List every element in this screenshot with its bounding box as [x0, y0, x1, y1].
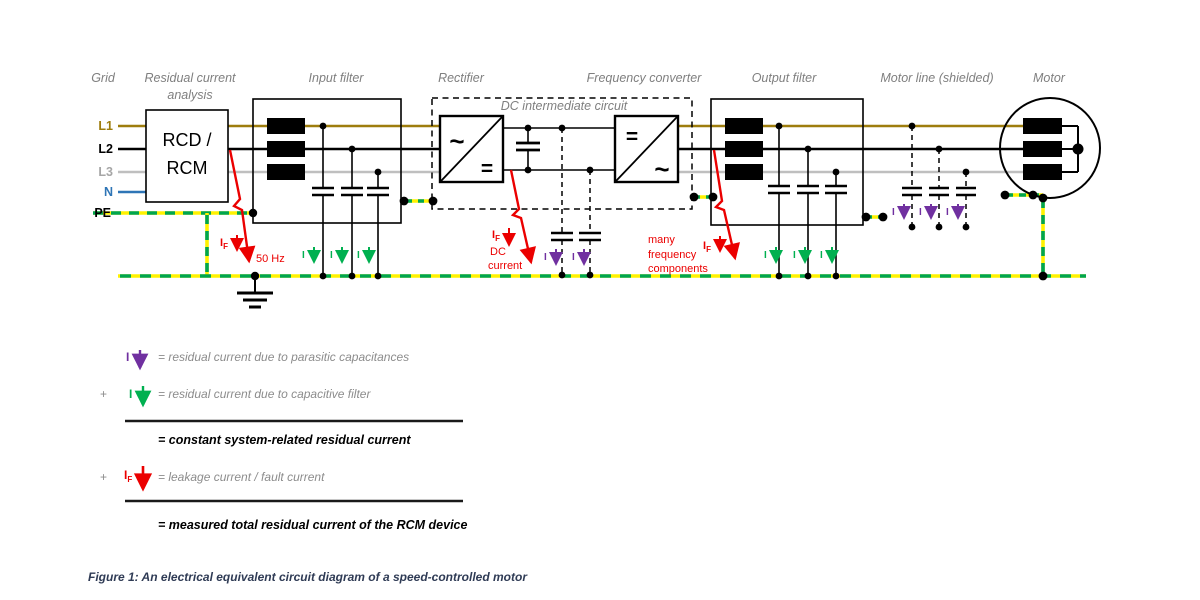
inductor: [267, 141, 305, 157]
frequency-converter-box: = ~: [613, 114, 680, 184]
stage-headers: Grid Residual current analysis Input fil…: [91, 71, 1066, 113]
ac-symbol: ~: [449, 126, 464, 156]
header-residual-2: analysis: [167, 88, 212, 102]
header-frequency-converter: Frequency converter: [587, 71, 702, 85]
fault-bolt-converter: [712, 149, 740, 261]
inductor: [267, 164, 305, 180]
i-label: I: [544, 252, 547, 263]
dc-current-label-2: current: [488, 260, 522, 272]
input-filter-capacitors: [312, 126, 389, 276]
i-label: I: [946, 207, 949, 218]
many-freq-label-3: components: [648, 263, 708, 275]
parasitic-current-arrows: I I I I I: [544, 204, 965, 266]
header-motor-line: Motor line (shielded): [880, 71, 993, 85]
header-output-filter: Output filter: [752, 71, 817, 85]
i-label: I: [764, 250, 767, 261]
header-grid: Grid: [91, 71, 116, 85]
label-l3: L3: [98, 165, 113, 179]
header-dc-intermediate: DC intermediate circuit: [501, 99, 628, 113]
dc-symbol: =: [626, 126, 638, 149]
i-label: I: [919, 207, 922, 218]
rectifier-box: ~ =: [438, 114, 505, 184]
earth-symbol: [237, 276, 273, 309]
input-filter: [252, 98, 402, 276]
filter-current-arrows: I I I I I I: [302, 247, 839, 264]
i-label: I: [892, 207, 895, 218]
many-freq-label-2: frequency: [648, 249, 697, 261]
hz50-label: 50 Hz: [256, 253, 285, 265]
many-freq-label-1: many: [648, 234, 675, 246]
label-n: N: [104, 185, 113, 199]
star-point-dot: [1072, 143, 1084, 155]
label-l1: L1: [98, 119, 113, 133]
plus-sign: +: [100, 387, 107, 401]
dc-current-label-1: DC: [490, 246, 506, 258]
header-input-filter: Input filter: [309, 71, 365, 85]
pe-motor-ground: [1005, 193, 1045, 276]
legend-desc-constant: = constant system-related residual curre…: [158, 433, 411, 447]
if-label: IF: [703, 240, 711, 254]
junction-dots: [248, 122, 1048, 281]
legend-symbol-parasitic: I: [126, 350, 129, 364]
legend-symbol-fault: IF: [124, 468, 132, 484]
fault-arrows: IF 50 Hz IF DC current IF many frequency…: [220, 149, 740, 275]
rcd-label-line2: RCM: [167, 158, 208, 178]
motor-winding: [1023, 141, 1062, 157]
inductor: [725, 141, 763, 157]
header-rectifier: Rectifier: [438, 71, 485, 85]
motor-winding: [1023, 118, 1062, 134]
dc-link-capacitor: [516, 128, 540, 170]
legend: I = residual current due to parasitic ca…: [100, 350, 468, 532]
figure-caption: Figure 1: An electrical equivalent circu…: [88, 570, 528, 584]
ac-symbol: ~: [654, 154, 669, 184]
inductor: [267, 118, 305, 134]
i-label: I: [572, 252, 575, 263]
motor-line-capacitors: [902, 126, 976, 227]
legend-symbol-filter: I: [129, 387, 132, 401]
legend-desc-fault: = leakage current / fault current: [158, 470, 325, 484]
motor: [999, 97, 1101, 199]
i-label: I: [820, 250, 823, 261]
if-label: IF: [220, 237, 228, 251]
legend-desc-parasitic: = residual current due to parasitic capa…: [158, 350, 409, 364]
dc-symbol: =: [481, 158, 493, 181]
i-label: I: [302, 250, 305, 261]
plus-sign: +: [100, 470, 107, 484]
i-label: I: [357, 250, 360, 261]
inductor: [725, 164, 763, 180]
inductor: [725, 118, 763, 134]
conductor-labels: L1 L2 L3 N PE: [94, 119, 113, 220]
motor-winding: [1023, 164, 1062, 180]
rcd-rcm-box: RCD / RCM: [145, 109, 229, 203]
legend-desc-filter: = residual current due to capacitive fil…: [158, 387, 371, 401]
legend-desc-measured: = measured total residual current of the…: [158, 518, 468, 532]
fault-bolt-rectifier: [509, 169, 536, 265]
i-label: I: [793, 250, 796, 261]
dc-parasitic-capacitors: [551, 128, 601, 274]
i-label: I: [330, 250, 333, 261]
rcd-label-line1: RCD /: [163, 130, 212, 150]
label-pe: PE: [94, 206, 111, 220]
if-label: IF: [492, 229, 500, 243]
header-residual-1: Residual current: [144, 71, 236, 85]
fault-bolt-rcd: [228, 149, 256, 264]
header-motor: Motor: [1033, 71, 1066, 85]
label-l2: L2: [98, 142, 113, 156]
